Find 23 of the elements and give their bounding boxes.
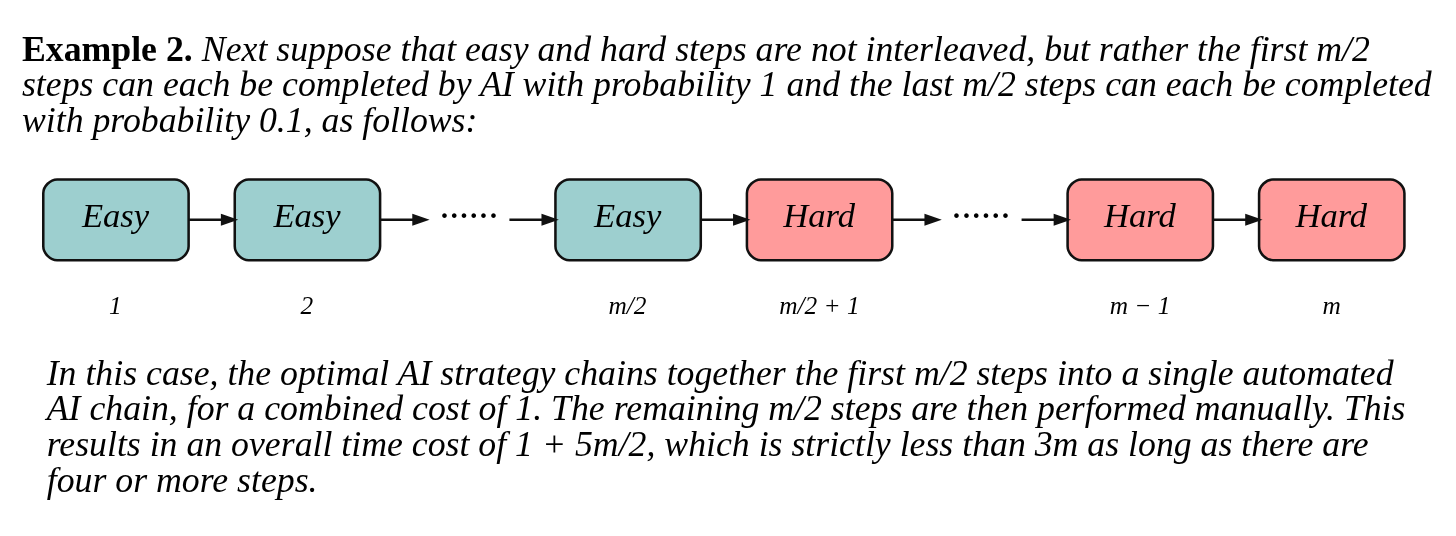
caption: In this case, the optimal AI strategy chains together the first m/2 steps into a single automated AI chain, for a combined cost of 1. The remaining m/2 steps are then performed manually. This results in an overall time cost of 1 + 5m/2, which is strictly less than 3m as long as there are four or more steps. <box>46 352 1406 500</box>
node-box: Easy <box>554 177 703 261</box>
arrow <box>380 213 430 226</box>
arrow <box>509 213 559 226</box>
node-box: Hard <box>1066 177 1215 261</box>
node-label: 1 <box>109 290 122 319</box>
node-text: ······ <box>438 193 498 237</box>
node-text: ······ <box>951 193 1010 237</box>
node-label: m/2 + 1 <box>779 290 860 319</box>
node-label: m − 1 <box>1109 290 1171 319</box>
node-box: Hard <box>1257 177 1406 261</box>
arrow <box>701 213 751 226</box>
node-label: m <box>1322 290 1341 319</box>
node-label: m/2 <box>608 290 647 319</box>
node-box: Easy <box>42 177 190 261</box>
arrow <box>1213 213 1263 226</box>
arrow <box>188 213 239 226</box>
diagram-title: Example 2. Next suppose that easy and hard steps are not interleaved, but rather the first m/2 steps can each be completed by AI with probability 1 and the last m/2 steps can each be completed with probability 0.1, as follows: <box>21 28 1432 140</box>
node-box: Hard <box>745 177 894 261</box>
arrow <box>1021 213 1071 226</box>
node-box: Easy <box>233 177 382 261</box>
arrow <box>892 213 942 226</box>
node-label: 2 <box>300 290 314 319</box>
